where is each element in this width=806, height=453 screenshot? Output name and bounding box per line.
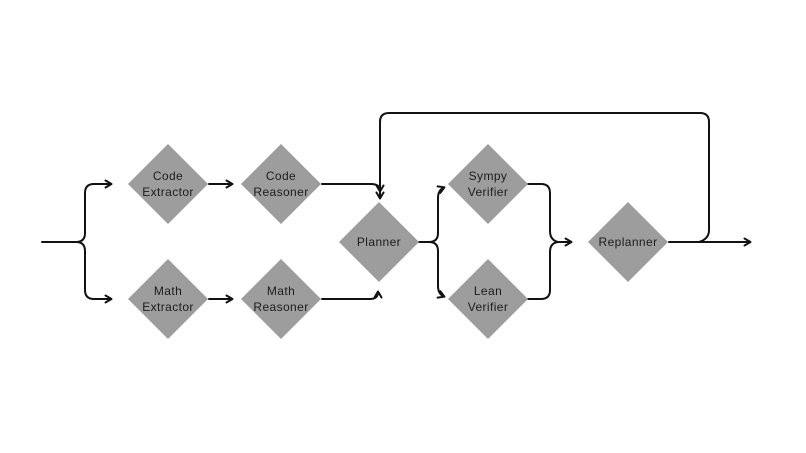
edge-code-reasoner-to-planner [321, 183, 385, 193]
node-label: Planner [357, 235, 401, 249]
edge-sympy-merge [527, 183, 559, 243]
edge-input-split-top [75, 179, 113, 243]
diamond-shape [128, 144, 208, 224]
node-lean-verifier: Lean Verifier [448, 259, 528, 339]
diamond-shape [128, 259, 208, 339]
node-code-extractor: Code Extractor [128, 144, 208, 224]
edges-layer [41, 112, 752, 304]
edge-input-split-bottom [75, 241, 113, 304]
node-math-extractor: Math Extractor [128, 259, 208, 339]
node-planner: Planner [339, 202, 419, 282]
node-label: Verifier [468, 185, 509, 199]
diamond-shape [448, 144, 528, 224]
nodes-layer: Code Extractor Code Reasoner Math Extrac… [128, 144, 668, 339]
node-label: Replanner [599, 235, 658, 249]
node-label: Math [154, 284, 182, 298]
node-label: Lean [474, 284, 502, 298]
diamond-shape [588, 202, 668, 282]
node-replanner: Replanner [588, 202, 668, 282]
node-math-reasoner: Math Reasoner [241, 259, 321, 339]
node-label: Extractor [142, 300, 194, 314]
edge-planner-split-bottom [428, 241, 446, 299]
node-code-reasoner: Code Reasoner [241, 144, 321, 224]
node-label: Code [153, 169, 183, 183]
edge-math-reasoner-to-planner [321, 290, 383, 300]
edge-lean-merge [527, 241, 559, 300]
node-label: Code [266, 169, 296, 183]
node-label: Sympy [469, 169, 508, 183]
node-label: Math [267, 284, 295, 298]
node-label: Verifier [468, 300, 509, 314]
node-label: Reasoner [253, 185, 308, 199]
edge-feedback-loop [375, 112, 710, 243]
edge-planner-split-top [428, 185, 446, 243]
diamond-shape [241, 144, 321, 224]
node-label: Extractor [142, 185, 194, 199]
diamond-shape [448, 259, 528, 339]
node-label: Reasoner [253, 300, 308, 314]
diamond-shape [241, 259, 321, 339]
diamond-shape [339, 202, 419, 282]
node-sympy-verifier: Sympy Verifier [448, 144, 528, 224]
